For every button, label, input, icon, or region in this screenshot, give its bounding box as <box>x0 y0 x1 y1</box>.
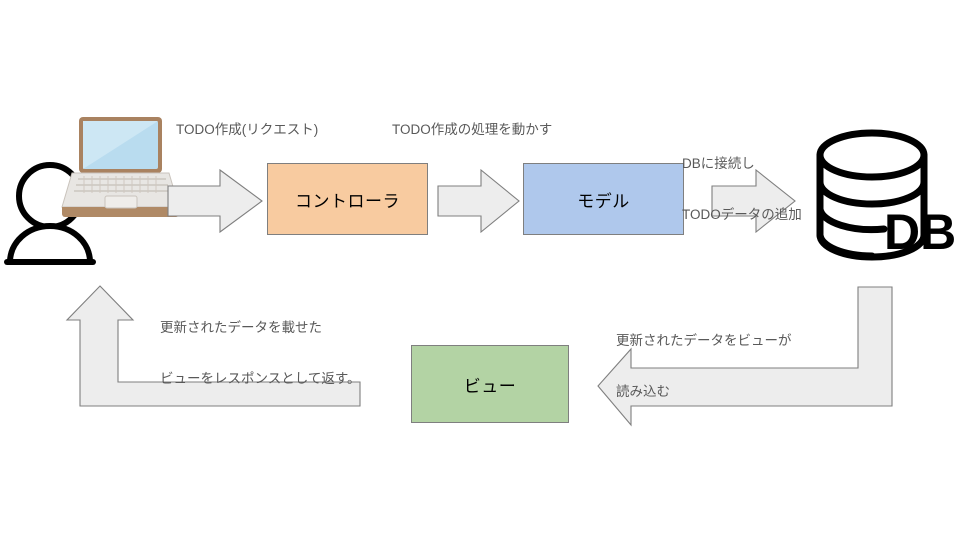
controller-node[interactable]: コントローラ <box>267 163 428 235</box>
controller-label: コントローラ <box>295 191 400 211</box>
model-node[interactable]: モデル <box>523 163 684 235</box>
edge-label-database-line2: TODOデータの追加 <box>682 207 802 222</box>
user-person-icon <box>4 162 96 265</box>
model-label: モデル <box>577 191 630 211</box>
edge-label-response-line2: ビューをレスポンスとして返す。 <box>160 371 361 386</box>
arrow-user-to-controller <box>167 168 263 234</box>
edge-label-load: 更新されたデータをビューが 読み込む <box>616 298 792 434</box>
edge-label-load-line1: 更新されたデータをビューが <box>616 333 792 348</box>
edge-label-invoke: TODO作成の処理を動かす <box>392 122 553 137</box>
edge-label-response-line1: 更新されたデータを載せた <box>160 320 322 335</box>
laptop-icon <box>61 117 180 217</box>
edge-label-database: DBに接続し TODOデータの追加 <box>682 121 802 257</box>
view-label: ビュー <box>463 376 517 396</box>
edge-label-database-line1: DBに接続し <box>682 156 755 171</box>
edge-label-response: 更新されたデータを載せた ビューをレスポンスとして返す。 <box>160 285 360 421</box>
view-node[interactable]: ビュー <box>411 345 569 423</box>
database-label: DB <box>884 204 956 260</box>
database-icon <box>816 129 928 261</box>
edge-label-request: TODO作成(リクエスト) <box>176 122 319 137</box>
edge-label-load-line2: 読み込む <box>616 384 670 399</box>
arrow-controller-to-model <box>437 168 520 234</box>
